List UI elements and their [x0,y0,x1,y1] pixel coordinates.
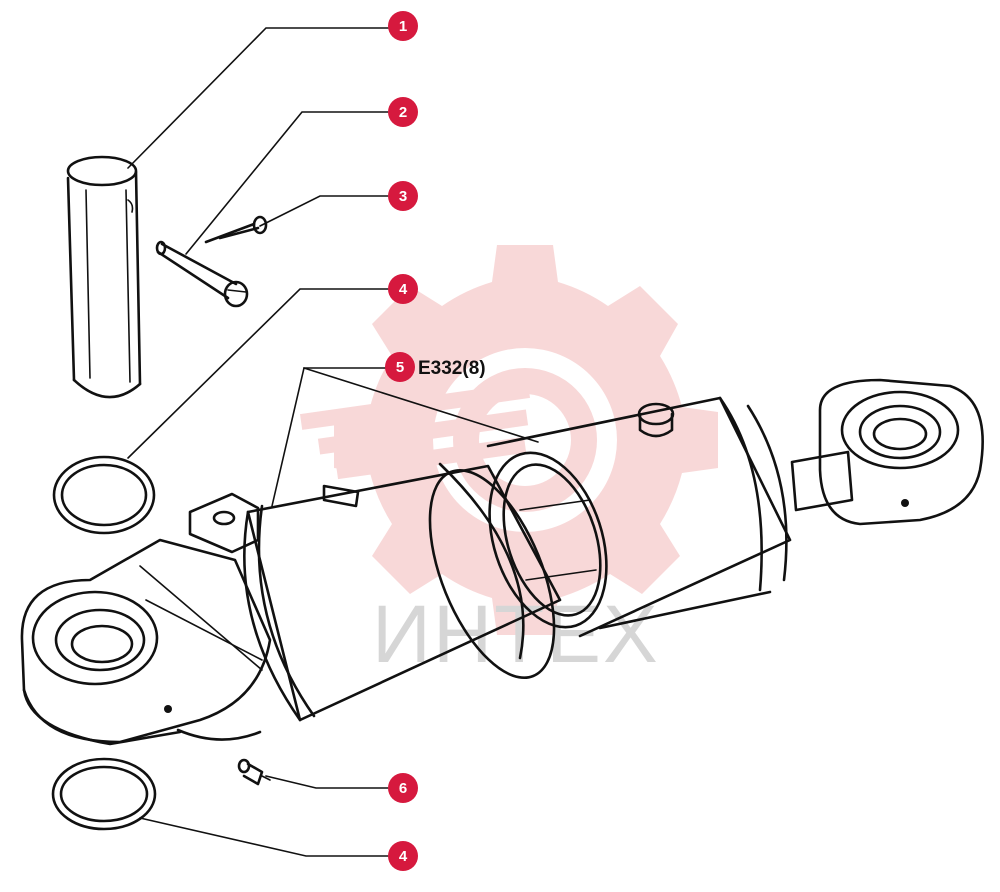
callout-label: 5 [396,359,404,376]
grease-nipple-part [237,758,271,786]
pin-part [66,155,142,399]
seal-ring-lower-part [51,757,157,831]
callout-5[interactable]: 5 [385,352,415,382]
part-code-label: E332(8) [418,358,486,379]
callout-4-upper[interactable]: 4 [388,274,418,304]
seal-ring-upper-part [52,455,156,535]
callout-label: 6 [399,780,407,797]
hydraulic-cylinder-part [20,378,984,746]
gear-watermark-icon [300,245,718,635]
callout-label: 1 [399,18,407,35]
callout-3[interactable]: 3 [388,181,418,211]
callout-4-lower[interactable]: 4 [388,841,418,871]
cotter-pin-part [204,215,268,244]
leader-lines [127,27,539,857]
callout-label: 4 [399,848,408,865]
callout-label: 3 [399,188,407,205]
callout-label: 4 [399,281,408,298]
callout-2[interactable]: 2 [388,97,418,127]
watermark: ИНТЕХ [300,245,718,680]
callout-1[interactable]: 1 [388,11,418,41]
callout-6[interactable]: 6 [388,773,418,803]
callout-label: 2 [399,104,407,121]
bolt-part [155,240,249,308]
